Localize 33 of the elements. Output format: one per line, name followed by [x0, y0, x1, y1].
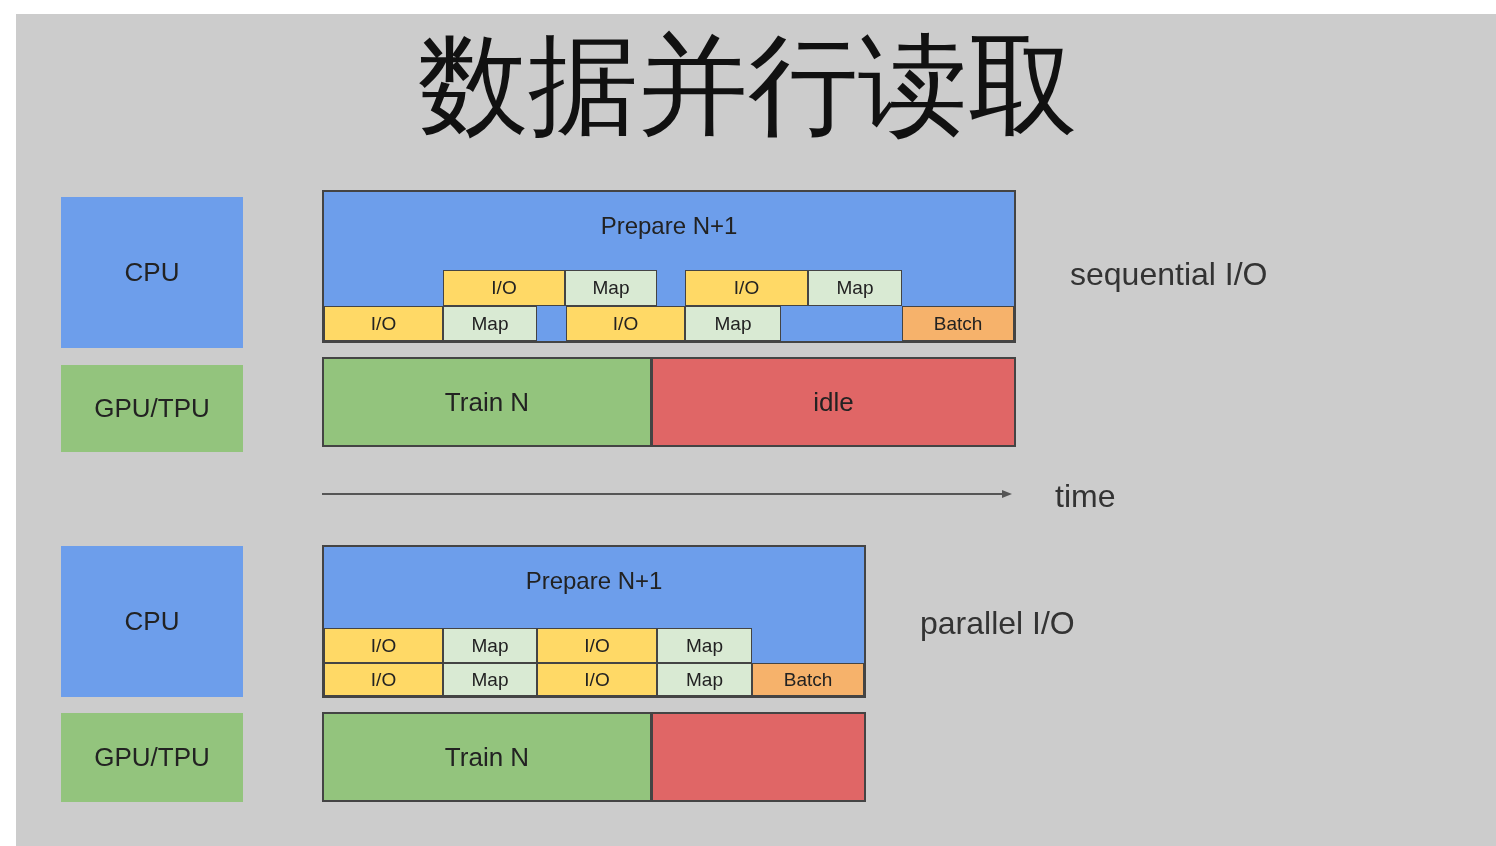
task-block: I/O: [324, 306, 443, 341]
task-block: Batch: [902, 306, 1014, 341]
task-block: Map: [808, 270, 902, 306]
timeline-block: Train N: [322, 712, 652, 802]
block-heading: Prepare N+1: [600, 212, 738, 240]
task-block: Batch: [752, 663, 864, 696]
task-block: I/O: [537, 628, 657, 663]
lane-box: CPU: [61, 197, 243, 348]
lane-box: GPU/TPU: [61, 713, 243, 802]
task-block: Map: [443, 628, 537, 663]
task-block: I/O: [324, 663, 443, 696]
block-heading: Prepare N+1: [525, 567, 663, 595]
stage-box: [322, 545, 866, 698]
task-block: I/O: [324, 628, 443, 663]
task-block: Map: [443, 306, 537, 341]
lane-box: GPU/TPU: [61, 365, 243, 452]
annotation-text: parallel I/O: [920, 607, 1075, 639]
annotation-text: sequential I/O: [1070, 258, 1268, 290]
annotation-text: time: [1055, 480, 1116, 512]
stage-box: [322, 190, 1016, 343]
task-block: I/O: [566, 306, 685, 341]
task-block: Map: [657, 628, 752, 663]
timeline-block: idle: [651, 357, 1016, 447]
lane-box: CPU: [61, 546, 243, 697]
task-block: Map: [443, 663, 537, 696]
task-block: Map: [565, 270, 657, 306]
task-block: I/O: [537, 663, 657, 696]
task-block: Map: [685, 306, 781, 341]
task-block: I/O: [443, 270, 565, 306]
task-block: Map: [657, 663, 752, 696]
timeline-block: Train N: [322, 357, 652, 447]
title: 数据并行读取: [417, 30, 1079, 140]
task-block: I/O: [685, 270, 808, 306]
